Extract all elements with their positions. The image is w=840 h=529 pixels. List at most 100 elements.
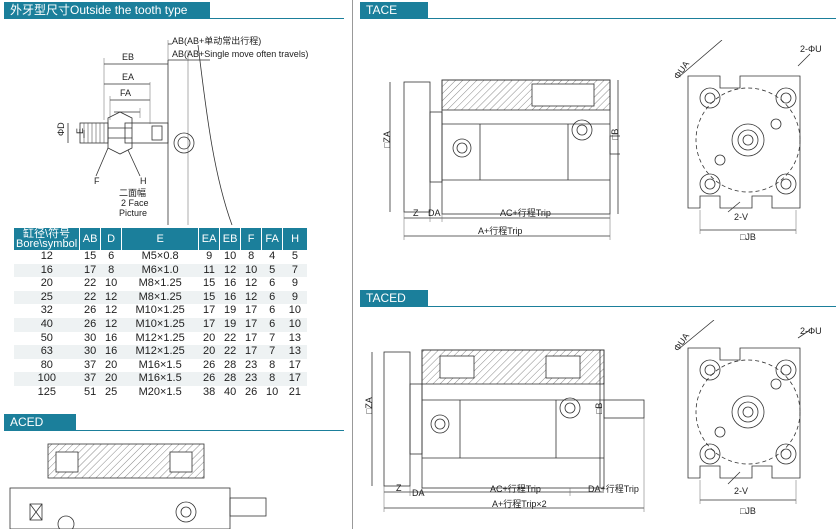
taced-da2-label: DA+行程Trip xyxy=(588,483,639,494)
table-cell: 12 xyxy=(245,277,258,290)
table-cell: 8 xyxy=(248,250,255,262)
taced-b-label: □B xyxy=(594,403,604,414)
table-cell: 13 xyxy=(282,345,308,359)
table-cell: 23 xyxy=(240,372,262,386)
table-cell: 16 xyxy=(219,290,241,305)
taced-jb-label: □JB xyxy=(740,506,756,516)
table-cell: 25 xyxy=(105,385,118,398)
table-cell: 12 xyxy=(219,263,241,278)
tace-ac-label: AC+行程Trip xyxy=(500,207,551,218)
table-cell: 17 xyxy=(79,263,101,278)
section-header-outside-tooth: 外牙型尺寸Outside the tooth type size xyxy=(4,2,210,34)
header-ea: EA xyxy=(198,228,221,250)
table-cell: 12 xyxy=(100,317,122,332)
table-cell: 20 xyxy=(40,277,53,290)
table-cell: 100 xyxy=(14,372,80,386)
table-cell: 19 xyxy=(224,304,237,317)
table-cell: 10 xyxy=(288,304,302,317)
table-cell: 17 xyxy=(240,345,262,359)
table-cell: 8 xyxy=(261,372,283,386)
table-cell: 38 xyxy=(203,385,216,398)
table-cell: M8×1.25 xyxy=(121,290,199,305)
two-face-en2: Picture xyxy=(119,208,147,218)
table-cell: 15 xyxy=(198,290,220,305)
tace-b-label: □B xyxy=(610,129,620,140)
table-cell: 26 xyxy=(198,372,220,386)
table-cell: 37 xyxy=(79,372,101,386)
table-cell: 5 xyxy=(291,250,298,262)
table-cell: 10 xyxy=(224,250,237,262)
ab-cn-label: AB(AB+单动常出行程) xyxy=(172,35,261,46)
table-cell: 51 xyxy=(84,385,97,398)
table-cell: 23 xyxy=(245,358,258,371)
table-cell: 5 xyxy=(261,263,283,278)
table-cell: M6×1.0 xyxy=(121,263,199,278)
table-cell: 20 xyxy=(105,358,118,371)
table-cell: 6 xyxy=(269,277,276,290)
table-cell: 8 xyxy=(269,358,276,371)
table-cell: M16×1.5 xyxy=(138,358,182,371)
table-cell: 12 xyxy=(40,250,53,262)
taced-ac-label: AC+行程Trip xyxy=(490,483,541,494)
table-cell: 26 xyxy=(79,317,101,332)
taced-a-label: A+行程Trip×2 xyxy=(492,498,547,509)
table-cell: 26 xyxy=(84,304,97,317)
table-cell: M20×1.5 xyxy=(138,385,182,398)
table-cell: M10×1.25 xyxy=(121,317,199,332)
table-cell: 12 xyxy=(100,290,122,305)
table-cell: 17 xyxy=(245,304,258,317)
header-rule-taced xyxy=(360,306,836,307)
taced-2-phi-u-label: 2-ΦU xyxy=(800,326,822,336)
header-bore-cn: 缸径\符号 xyxy=(23,228,71,240)
section-header-tace: TACE xyxy=(360,2,428,19)
header-d: D xyxy=(100,228,123,250)
table-cell: 8 xyxy=(100,263,122,278)
table-cell: 17 xyxy=(288,358,302,371)
table-cell: 10 xyxy=(282,317,308,332)
table-cell: 17 xyxy=(240,317,262,332)
table-cell: 40 xyxy=(14,317,80,332)
table-cell: 28 xyxy=(224,358,237,371)
table-cell: 25 xyxy=(14,290,80,305)
taced-z-label: Z xyxy=(396,483,402,493)
table-cell: 6 xyxy=(261,317,283,332)
table-cell: M5×0.8 xyxy=(141,250,179,262)
table-cell: 6 xyxy=(269,304,276,317)
taced-side-view: □ZA □B Z DA AC+行程Trip DA+行程Trip A+行程Trip… xyxy=(364,349,645,512)
table-cell: 17 xyxy=(203,304,216,317)
table-cell: 9 xyxy=(282,290,308,305)
table-cell: M12×1.25 xyxy=(135,331,185,344)
table-cell: 30 xyxy=(84,331,97,344)
header-fa: FA xyxy=(261,228,284,250)
taced-za-label: □ZA xyxy=(364,397,374,414)
two-face-cn: 二面幅 xyxy=(119,187,146,198)
table-cell: 7 xyxy=(282,263,308,278)
table-cell: 20 xyxy=(198,345,220,359)
table-cell: 20 xyxy=(100,372,122,386)
header-bore-en: Bore\symbol xyxy=(16,238,78,250)
table-cell: M12×1.25 xyxy=(121,345,199,359)
table-cell: 12 xyxy=(240,290,262,305)
table-cell: 125 xyxy=(37,385,56,398)
e-label: E xyxy=(75,128,85,134)
header-f: F xyxy=(240,228,263,250)
table-cell: 7 xyxy=(261,345,283,359)
table-cell: 20 xyxy=(203,331,216,344)
tace-2-v-label: 2-V xyxy=(734,212,748,222)
table-cell: 15 xyxy=(203,277,216,290)
table-cell: 19 xyxy=(219,317,241,332)
header-ab: AB xyxy=(79,228,102,250)
tace-z-label: Z xyxy=(413,208,419,218)
